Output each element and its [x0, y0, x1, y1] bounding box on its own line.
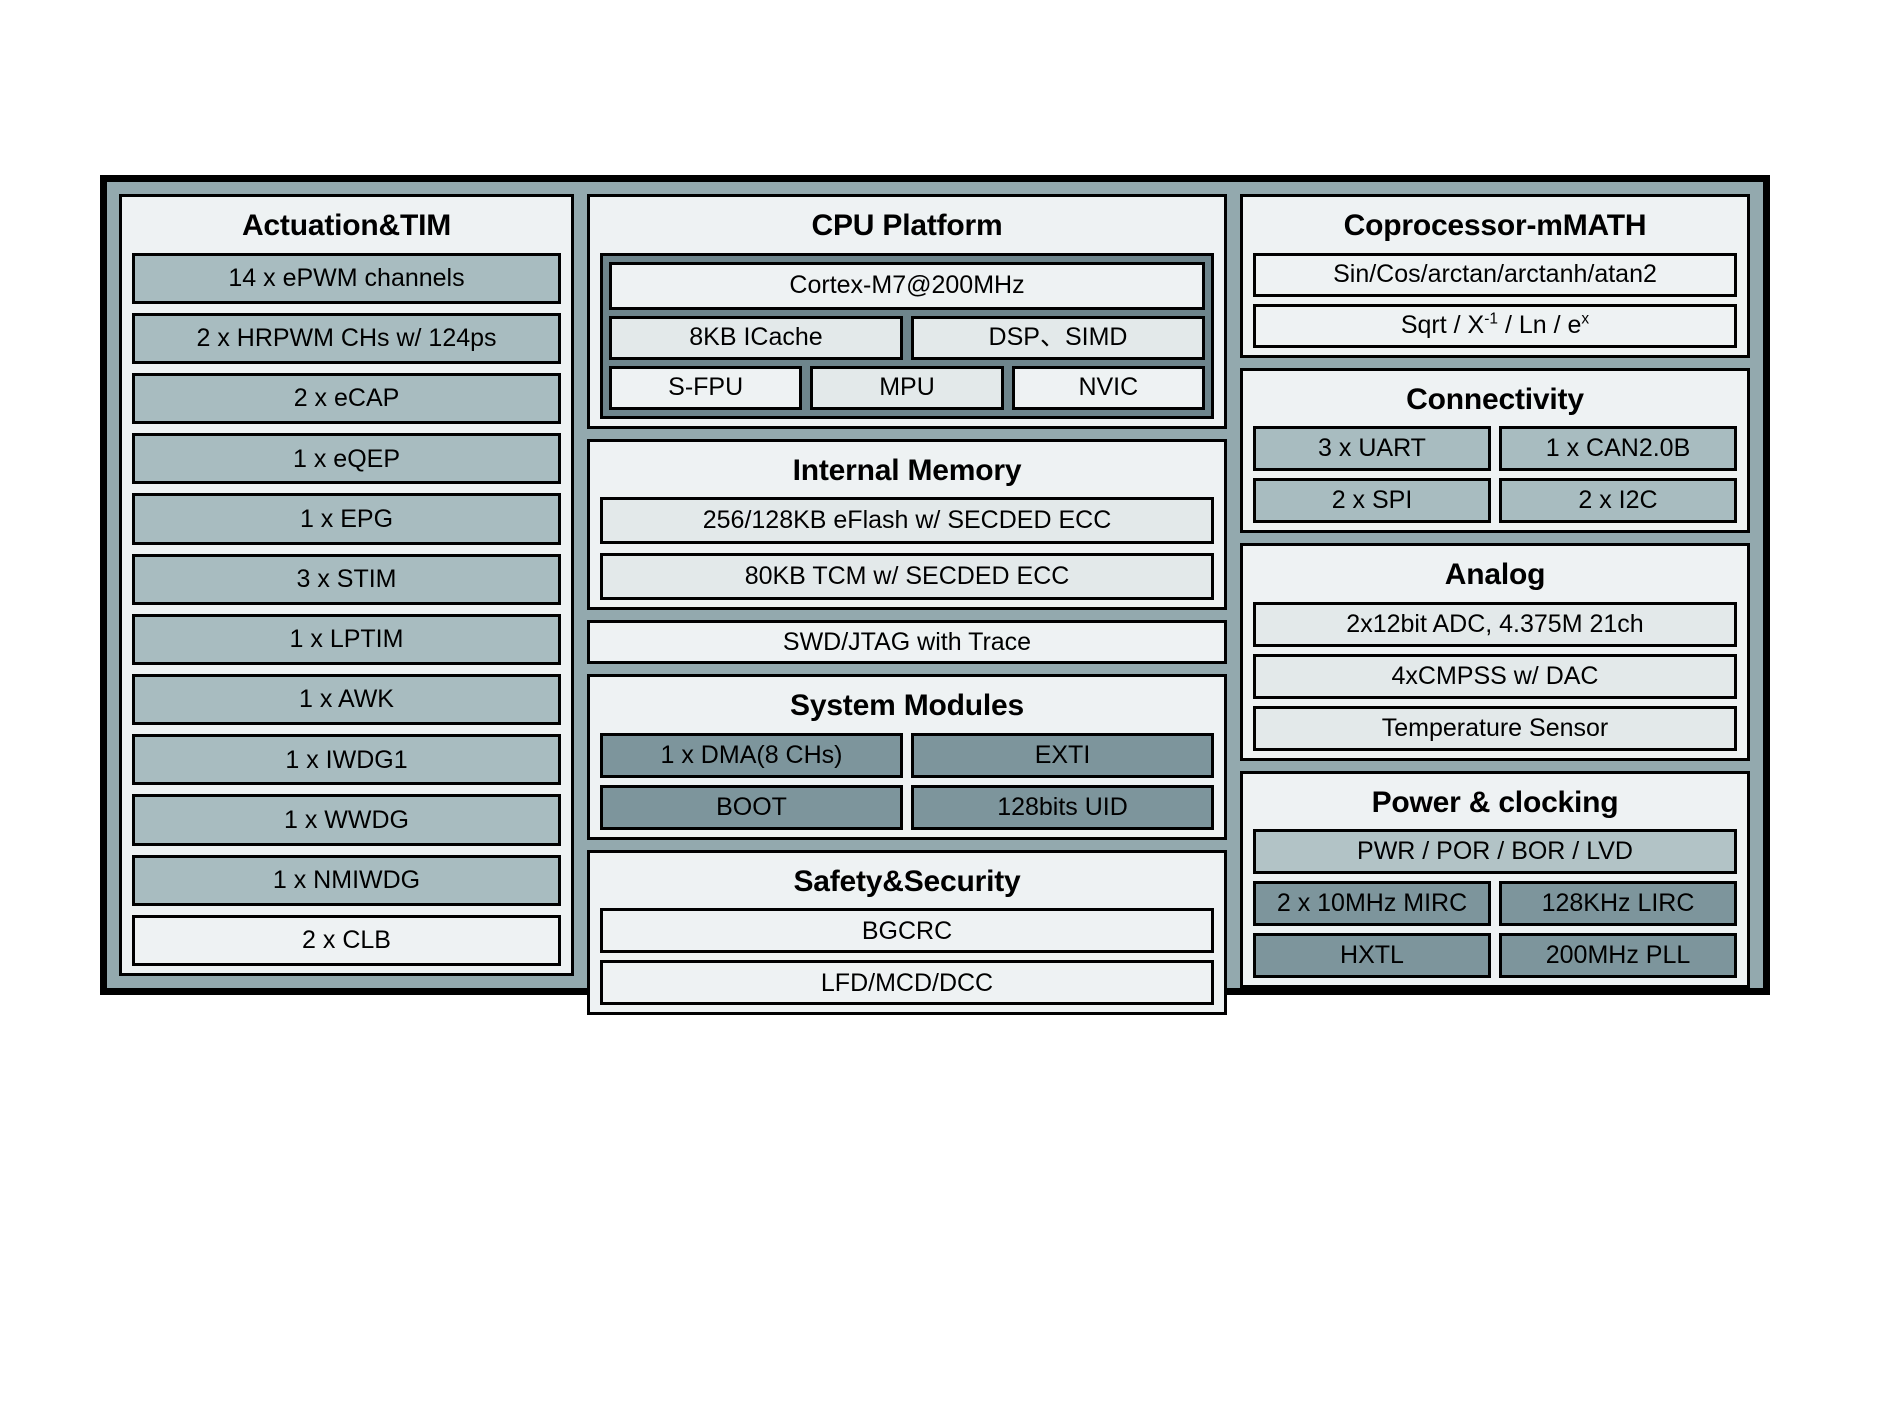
group-system-modules: System Modules 1 x DMA(8 CHs) EXTI BOOT …: [587, 674, 1227, 840]
system-modules-row-a: 1 x DMA(8 CHs) EXTI: [600, 732, 1214, 778]
item-uart[interactable]: 3 x UART: [1253, 426, 1491, 471]
group-title-cpu-platform: CPU Platform: [811, 209, 1003, 242]
sqrt-middle: / Ln / e: [1498, 311, 1582, 340]
item-hrpwm-channels[interactable]: 2 x HRPWM CHs w/ 124ps: [132, 312, 561, 364]
group-title-safety-security: Safety&Security: [793, 864, 1021, 898]
sqrt-prefix: Sqrt / X: [1400, 311, 1485, 340]
system-modules-row-b: BOOT 128bits UID: [600, 784, 1214, 830]
item-tcm[interactable]: 80KB TCM w/ SECDED ECC: [600, 553, 1214, 600]
column-right: Coprocessor-mMATH Sin/Cos/arctan/arctanh…: [1240, 194, 1750, 988]
connectivity-row-a: 3 x UART 1 x CAN2.0B: [1253, 426, 1737, 471]
item-lfd-mcd-dcc[interactable]: LFD/MCD/DCC: [600, 960, 1214, 1006]
item-adc[interactable]: 2x12bit ADC, 4.375M 21ch: [1253, 601, 1737, 647]
group-title-internal-memory: Internal Memory: [792, 453, 1022, 487]
item-eflash[interactable]: 256/128KB eFlash w/ SECDED ECC: [600, 497, 1214, 544]
cpu-row-a: 8KB ICache DSP、SIMD: [609, 315, 1205, 360]
item-uid[interactable]: 128bits UID: [911, 784, 1214, 830]
item-i2c[interactable]: 2 x I2C: [1499, 478, 1737, 523]
column-middle: CPU Platform Cortex-M7@200MHz 8KB ICache…: [587, 194, 1227, 1016]
item-hxtl[interactable]: HXTL: [1253, 933, 1491, 978]
sqrt-superscript-inverse: -1: [1484, 311, 1499, 329]
item-dsp-simd[interactable]: DSP、SIMD: [911, 315, 1205, 360]
item-eqep[interactable]: 1 x eQEP: [132, 433, 561, 485]
item-iwdg1[interactable]: 1 x IWDG1: [132, 734, 561, 786]
item-epwm-channels[interactable]: 14 x ePWM channels: [132, 252, 561, 304]
item-mpu[interactable]: MPU: [810, 365, 1004, 410]
group-title-actuation-tim: Actuation&TIM: [241, 209, 452, 242]
item-boot[interactable]: BOOT: [600, 784, 903, 830]
group-title-coprocessor: Coprocessor-mMATH: [1343, 209, 1647, 242]
item-s-fpu[interactable]: S-FPU: [609, 365, 803, 410]
item-lirc[interactable]: 128KHz LIRC: [1499, 881, 1737, 926]
item-spi[interactable]: 2 x SPI: [1253, 478, 1491, 523]
group-analog: Analog 2x12bit ADC, 4.375M 21ch 4xCMPSS …: [1240, 543, 1750, 761]
item-stim[interactable]: 3 x STIM: [132, 553, 561, 605]
item-swd-jtag-trace[interactable]: SWD/JTAG with Trace: [587, 620, 1227, 665]
group-title-system-modules: System Modules: [790, 689, 1024, 723]
item-cortex-m7[interactable]: Cortex-M7@200MHz: [609, 261, 1205, 310]
item-bgcrc[interactable]: BGCRC: [600, 908, 1214, 954]
item-dma[interactable]: 1 x DMA(8 CHs): [600, 732, 903, 778]
item-pll[interactable]: 200MHz PLL: [1499, 933, 1737, 978]
group-connectivity: Connectivity 3 x UART 1 x CAN2.0B 2 x SP…: [1240, 367, 1750, 533]
item-sqrt-ln-exp[interactable]: Sqrt / X-1 / Ln / ex: [1253, 303, 1737, 348]
connectivity-row-b: 2 x SPI 2 x I2C: [1253, 478, 1737, 523]
power-row-a: 2 x 10MHz MIRC 128KHz LIRC: [1253, 881, 1737, 926]
item-exti[interactable]: EXTI: [911, 732, 1214, 778]
mcu-chip-outline: Actuation&TIM 14 x ePWM channels 2 x HRP…: [100, 175, 1770, 1016]
item-lptim[interactable]: 1 x LPTIM: [132, 613, 561, 665]
power-row-b: HXTL 200MHz PLL: [1253, 933, 1737, 978]
group-internal-memory: Internal Memory 256/128KB eFlash w/ SECD…: [587, 438, 1227, 610]
group-safety-security: Safety&Security BGCRC LFD/MCD/DCC: [587, 849, 1227, 1016]
group-coprocessor-mmath: Coprocessor-mMATH Sin/Cos/arctan/arctanh…: [1240, 194, 1750, 358]
cpu-row-b: S-FPU MPU NVIC: [609, 365, 1205, 410]
item-trig-functions[interactable]: Sin/Cos/arctan/arctanh/atan2: [1253, 252, 1737, 297]
item-cmpss-dac[interactable]: 4xCMPSS w/ DAC: [1253, 653, 1737, 699]
group-power-clocking: Power & clocking PWR / POR / BOR / LVD 2…: [1240, 770, 1750, 988]
item-can[interactable]: 1 x CAN2.0B: [1499, 426, 1737, 471]
group-actuation-tim: Actuation&TIM 14 x ePWM channels 2 x HRP…: [119, 194, 574, 976]
item-pwr-por-bor-lvd[interactable]: PWR / POR / BOR / LVD: [1253, 829, 1737, 874]
item-ecap[interactable]: 2 x eCAP: [132, 372, 561, 425]
sqrt-superscript-x: x: [1581, 311, 1590, 329]
group-title-connectivity: Connectivity: [1406, 382, 1584, 416]
cpu-core-frame: Cortex-M7@200MHz 8KB ICache DSP、SIMD S-F…: [600, 252, 1214, 419]
item-mirc[interactable]: 2 x 10MHz MIRC: [1253, 881, 1491, 926]
actuation-item-list: 14 x ePWM channels 2 x HRPWM CHs w/ 124p…: [132, 252, 561, 967]
item-nvic[interactable]: NVIC: [1011, 365, 1205, 410]
internal-memory-list: 256/128KB eFlash w/ SECDED ECC 80KB TCM …: [600, 497, 1214, 600]
group-title-analog: Analog: [1444, 558, 1546, 591]
item-clb[interactable]: 2 x CLB: [132, 914, 561, 966]
group-title-power-clocking: Power & clocking: [1371, 785, 1619, 819]
item-icache[interactable]: 8KB ICache: [609, 315, 903, 360]
item-awk[interactable]: 1 x AWK: [132, 673, 561, 726]
item-wwdg[interactable]: 1 x WWDG: [132, 794, 561, 846]
item-epg[interactable]: 1 x EPG: [132, 493, 561, 545]
item-nmiwdg[interactable]: 1 x NMIWDG: [132, 854, 561, 906]
item-temperature-sensor[interactable]: Temperature Sensor: [1253, 705, 1737, 751]
group-cpu-platform: CPU Platform Cortex-M7@200MHz 8KB ICache…: [587, 194, 1227, 429]
column-left: Actuation&TIM 14 x ePWM channels 2 x HRP…: [119, 194, 574, 976]
